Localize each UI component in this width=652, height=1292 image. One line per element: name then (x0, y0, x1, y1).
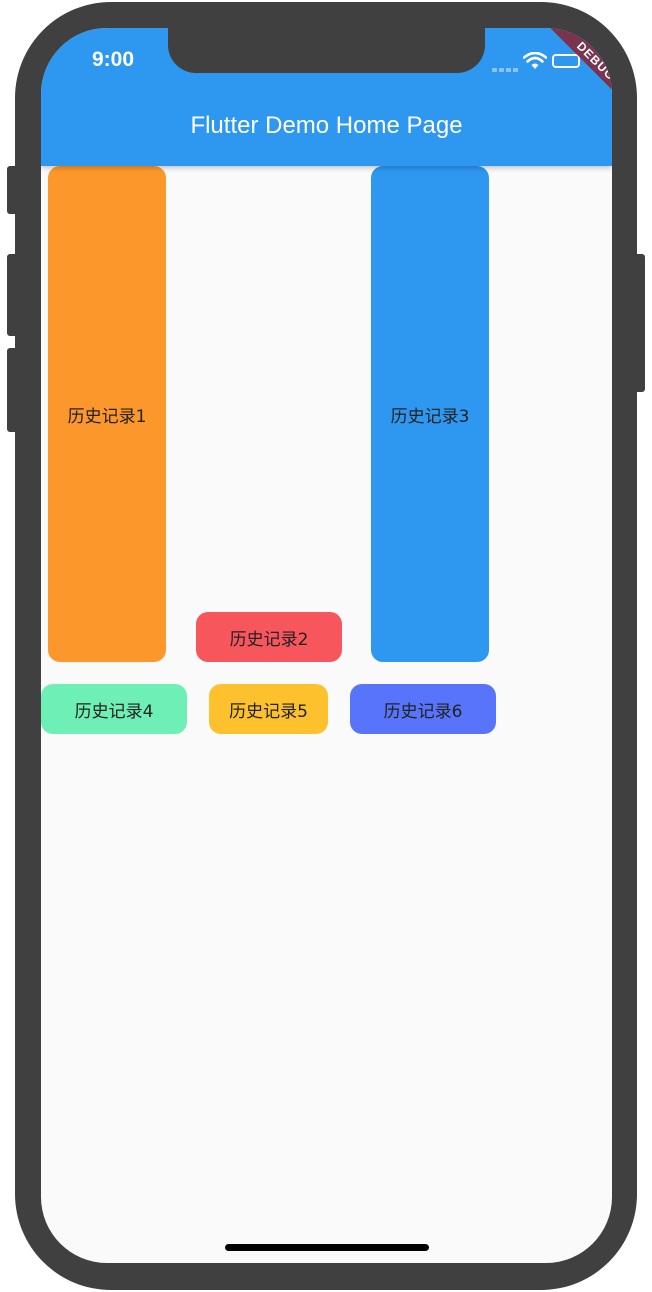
home-indicator[interactable] (225, 1244, 429, 1251)
status-time: 9:00 (91, 48, 135, 71)
app-bar: 9:00 Flutter Demo Home Page (41, 28, 612, 166)
debug-banner-label: DEBUG (540, 28, 612, 117)
notch (168, 28, 485, 73)
history-item-4[interactable]: 历史记录4 (41, 684, 187, 734)
power-button (634, 254, 645, 392)
history-item-label: 历史记录6 (383, 701, 463, 722)
history-item-5[interactable]: 历史记录5 (209, 684, 328, 734)
history-item-label: 历史记录4 (74, 701, 154, 722)
cellular-signal-icon (492, 66, 518, 72)
page-title: Flutter Demo Home Page (190, 112, 463, 139)
battery-icon (552, 54, 580, 68)
history-item-label: 历史记录2 (229, 629, 309, 650)
phone-screen: 9:00 Flutter Demo Home Page DEBUG 历史记录1 … (41, 28, 612, 1263)
history-item-6[interactable]: 历史记录6 (350, 684, 496, 734)
wifi-icon (523, 52, 547, 69)
history-item-2[interactable]: 历史记录2 (196, 612, 342, 662)
history-item-label: 历史记录3 (390, 406, 470, 427)
debug-banner: DEBUG (512, 28, 612, 128)
history-item-1[interactable]: 历史记录1 (48, 166, 166, 662)
history-item-3[interactable]: 历史记录3 (371, 166, 489, 662)
history-item-label: 历史记录1 (67, 406, 147, 427)
history-item-label: 历史记录5 (229, 701, 308, 722)
